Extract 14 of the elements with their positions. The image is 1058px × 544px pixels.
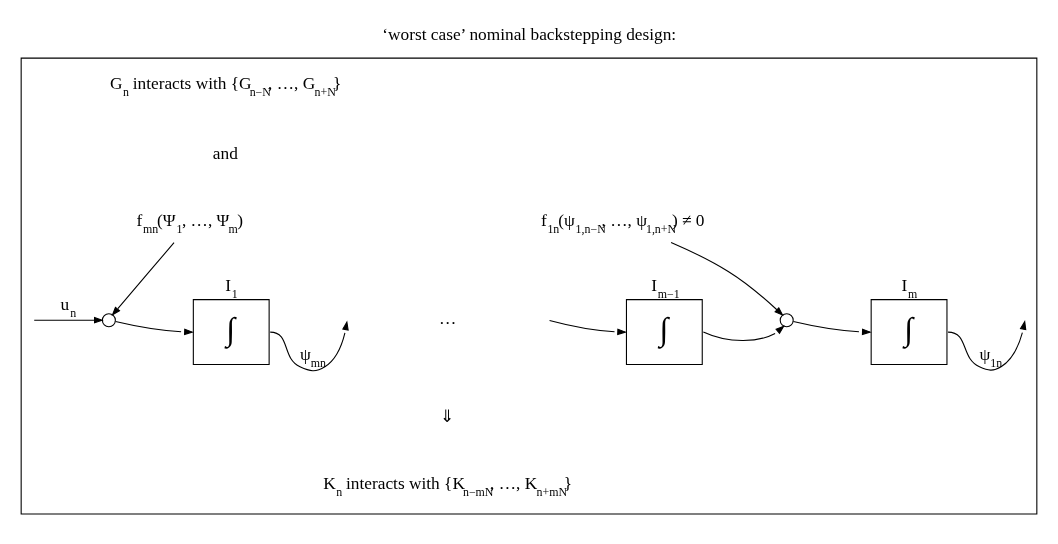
label: … [439, 309, 457, 329]
edge-label: ψ$_{mn}$ [299, 345, 327, 371]
node-label: I$_{m−1}$ [651, 275, 680, 301]
label: ⇓ [440, 406, 455, 426]
label: G$_{n}$ interacts with {G$_{n−N}$, …, G$_{n+N}$} [109, 74, 342, 100]
label: K$_{n}$ interacts with {K$_{n−mN}$, …, K$_{n+mN}$} [323, 473, 572, 499]
label: and [212, 143, 238, 163]
edge-label: ψ$_{1n}$ [979, 345, 1003, 371]
node-text: f$_{mn}$(Ψ$_{1}$, …, Ψ$_{m}$) [136, 210, 243, 236]
node-text: f$_{1n}$(ψ$_{1,n−N}$, …, ψ$_{1,n+N}$) ≠ 0 [540, 210, 705, 236]
node-label: I$_{m}$ [901, 275, 918, 301]
edge-label: u$_{n}$ [60, 295, 77, 321]
diagram-title: ‘worst case’ nominal backstepping design: [382, 24, 677, 44]
node-label: I$_{1}$ [225, 275, 238, 301]
